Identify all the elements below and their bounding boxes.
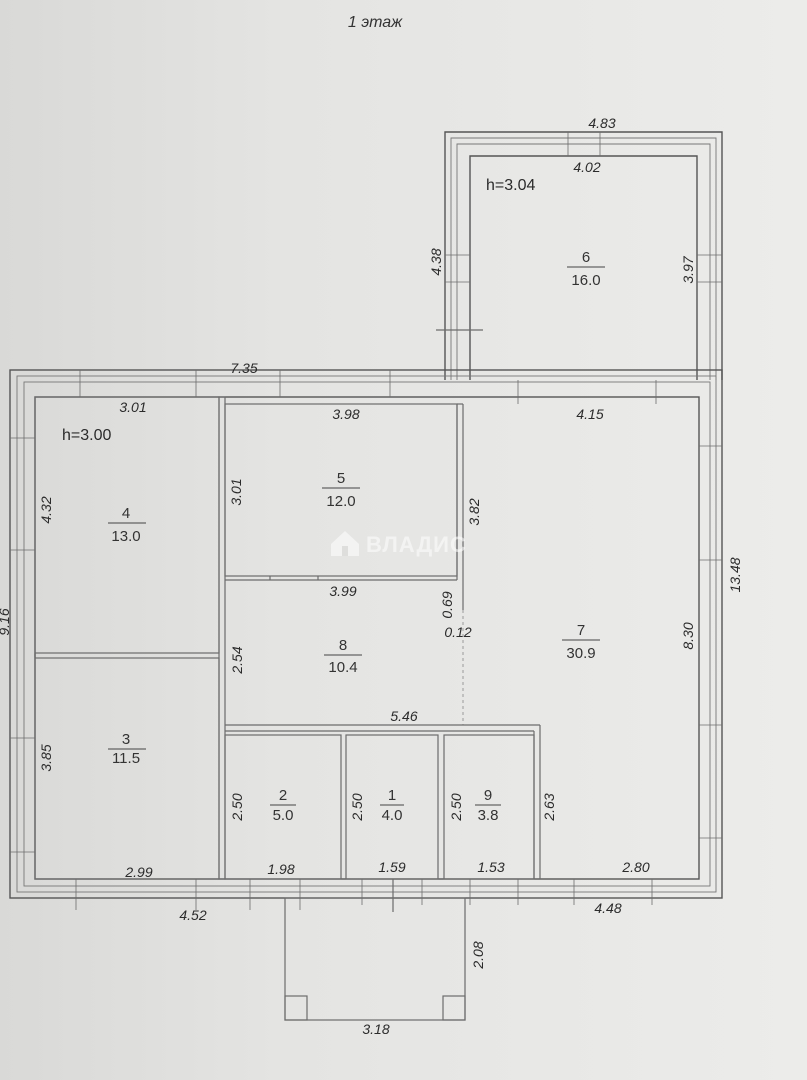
dim-3.99: 3.99: [329, 583, 356, 599]
room-5-number: 5: [337, 470, 345, 487]
dim-3.98: 3.98: [332, 406, 359, 422]
dim-4.83: 4.83: [588, 115, 615, 131]
annex-walls: [436, 131, 723, 380]
dim-2.50-room2: 2.50: [229, 793, 245, 821]
house-logo-icon: [331, 531, 359, 556]
interior-partitions: [34, 396, 541, 880]
dim-2.80: 2.80: [621, 859, 649, 875]
room-6-area: 16.0: [571, 272, 600, 289]
room-2-area: 5.0: [273, 807, 294, 824]
room-6-number: 6: [582, 249, 590, 266]
room-7-area: 30.9: [566, 645, 595, 662]
dim-2.99: 2.99: [124, 864, 152, 880]
dimension-labels: 4.83 4.02 4.38 3.97 7.35 3.01 3.98 4.15 …: [0, 115, 743, 1037]
room-7-number: 7: [577, 622, 585, 639]
room-8-area: 10.4: [328, 659, 357, 676]
dim-3.85: 3.85: [38, 744, 54, 771]
dim-4.15: 4.15: [576, 406, 603, 422]
dim-8.30: 8.30: [680, 622, 696, 649]
watermark-text: ВЛАДИС: [366, 532, 467, 557]
dim-3.18: 3.18: [362, 1021, 389, 1037]
dim-2.54: 2.54: [229, 646, 245, 674]
room-2-number: 2: [279, 787, 287, 804]
annex-height: h=3.04: [486, 177, 535, 194]
porch: [284, 897, 466, 1021]
dim-4.52: 4.52: [179, 907, 206, 923]
room-4-area: 13.0: [111, 528, 140, 545]
room-1-number: 1: [388, 787, 396, 804]
dim-3.97: 3.97: [680, 255, 696, 283]
dim-4.38: 4.38: [428, 248, 444, 275]
room-4-number: 4: [122, 505, 130, 522]
dim-3.01-top: 3.01: [119, 399, 146, 415]
room-3-area: 11.5: [112, 750, 140, 767]
room-9-area: 3.8: [478, 807, 499, 824]
watermark: ВЛАДИС: [331, 531, 467, 557]
dim-4.32: 4.32: [38, 496, 54, 523]
dim-2.08: 2.08: [470, 941, 486, 969]
room-8-number: 8: [339, 637, 347, 654]
dim-4.48: 4.48: [594, 900, 621, 916]
dim-0.69: 0.69: [439, 591, 455, 618]
dim-1.98: 1.98: [267, 861, 294, 877]
dim-3.82: 3.82: [466, 498, 482, 525]
dim-4.02: 4.02: [573, 159, 600, 175]
dim-1.59: 1.59: [378, 859, 405, 875]
dim-5.46: 5.46: [390, 708, 417, 724]
dim-2.50-room9: 2.50: [448, 793, 464, 821]
dim-2.50-room1: 2.50: [349, 793, 365, 821]
dim-13.48: 13.48: [727, 557, 743, 592]
dim-9.16: 9.16: [0, 608, 12, 635]
dim-0.12: 0.12: [444, 624, 471, 640]
room-1-area: 4.0: [382, 807, 403, 824]
room-3-number: 3: [122, 731, 130, 748]
dim-2.63: 2.63: [541, 793, 557, 821]
dim-7.35: 7.35: [230, 360, 257, 376]
dim-1.53: 1.53: [477, 859, 504, 875]
dim-3.01-side: 3.01: [228, 478, 244, 505]
main-height: h=3.00: [62, 427, 111, 444]
room-labels: 1 4.0 2 5.0 3 11.5 4 13.0 5 12.0 6 16.0 …: [108, 249, 605, 824]
room-5-area: 12.0: [326, 493, 355, 510]
room-9-number: 9: [484, 787, 492, 804]
floor-title: 1 этаж: [348, 14, 403, 31]
